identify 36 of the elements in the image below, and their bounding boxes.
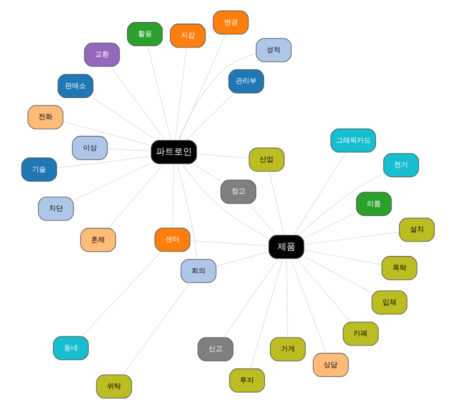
connector: [186, 92, 234, 141]
connector: [298, 173, 384, 236]
connector: [110, 66, 166, 141]
connector: [248, 203, 276, 236]
connector: [216, 251, 270, 266]
connector: [286, 258, 288, 338]
connector: [269, 171, 284, 236]
connector: [250, 258, 284, 369]
connector: [178, 34, 226, 141]
connector: [108, 164, 164, 228]
connector: [62, 122, 152, 146]
connector: [304, 250, 382, 266]
connector: [182, 164, 269, 238]
connector: [192, 163, 221, 182]
connector: [190, 240, 270, 246]
connector: [73, 162, 152, 201]
connector: [174, 47, 187, 141]
connector: [176, 164, 198, 260]
connector: [82, 251, 162, 337]
node-box: 파트로인: [150, 140, 197, 164]
connector: [296, 258, 351, 322]
connector: [172, 164, 174, 228]
connector: [290, 258, 327, 354]
connector: [56, 155, 152, 168]
connector: [304, 256, 372, 294]
connector: [92, 97, 157, 141]
connector: [304, 212, 357, 238]
connector: [122, 282, 190, 376]
connector: [147, 46, 172, 141]
connector: [178, 53, 256, 141]
connector: [223, 258, 279, 338]
connector: [293, 152, 346, 236]
node-box: 제품: [268, 234, 304, 259]
connector: [107, 148, 152, 152]
connector: [304, 232, 400, 245]
connector: [196, 154, 250, 159]
